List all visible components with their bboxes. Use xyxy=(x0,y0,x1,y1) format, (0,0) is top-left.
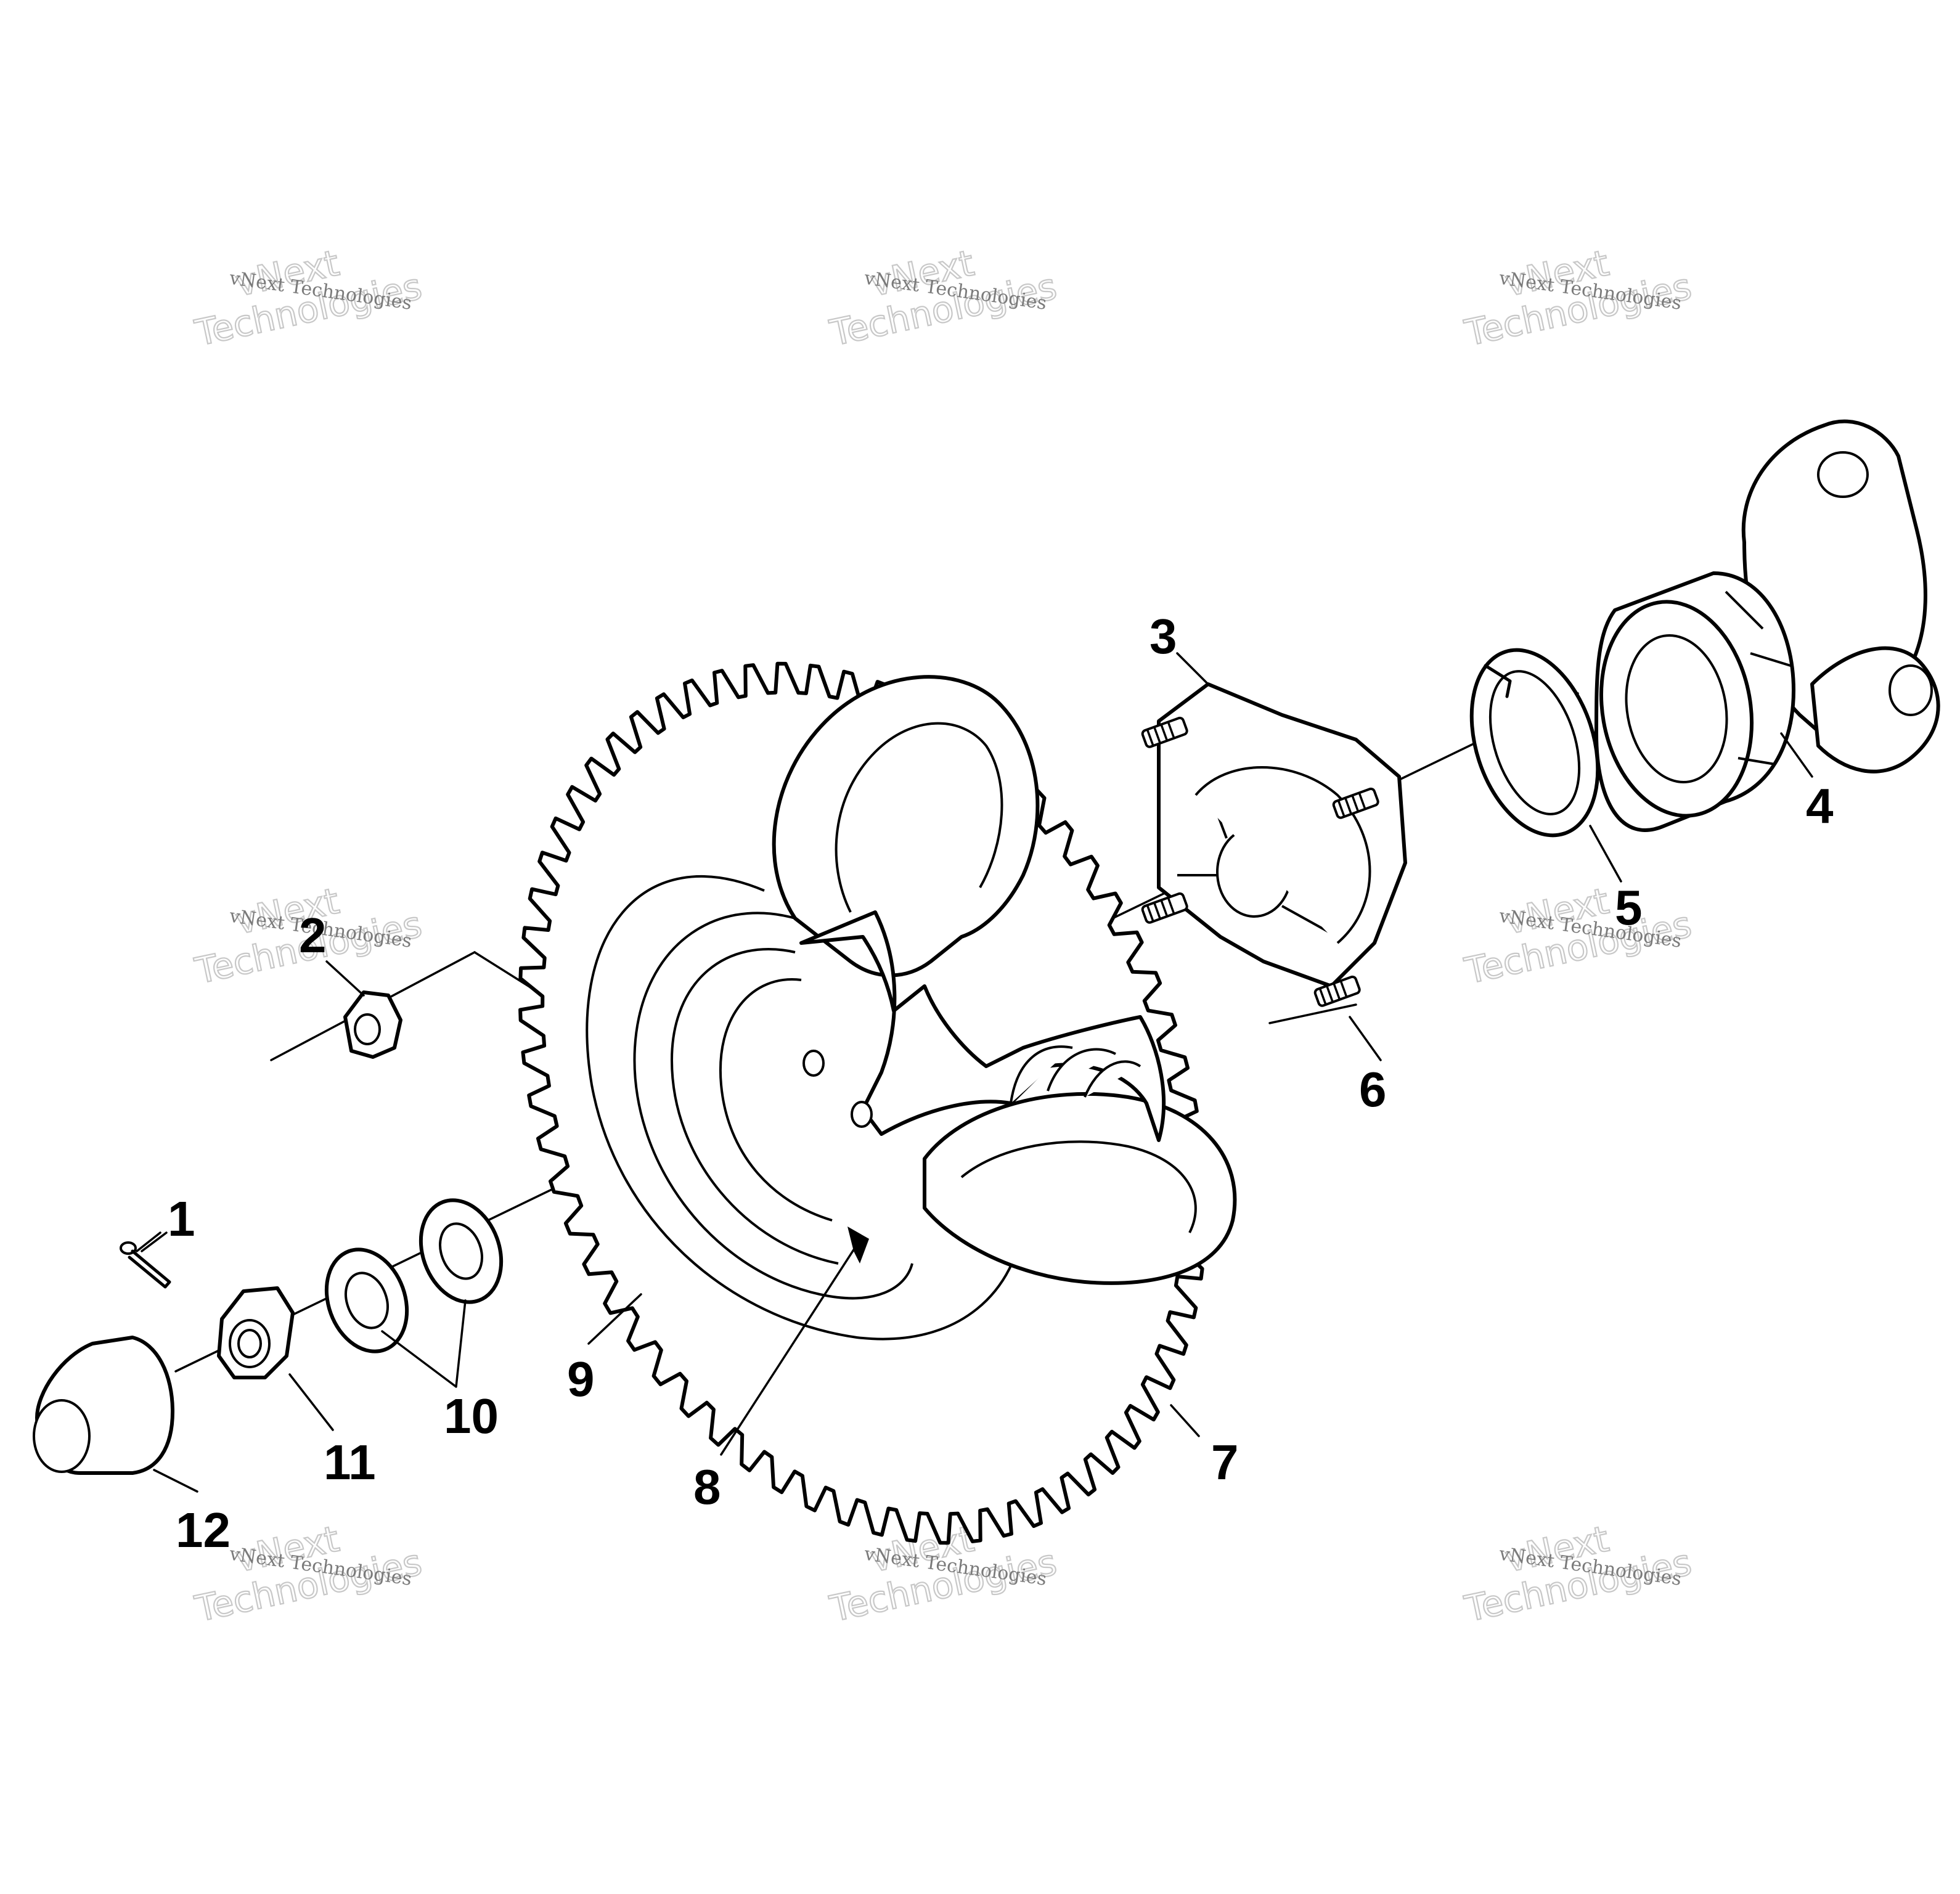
callout-6: 6 xyxy=(1359,1062,1387,1117)
callout-1: 1 xyxy=(168,1191,195,1246)
watermark: vNext Technologies vNext Technologies xyxy=(190,241,426,354)
watermark: vNext Technologies vNext Technologies xyxy=(1460,879,1696,992)
rim xyxy=(633,675,1237,1300)
retaining-ring-gap xyxy=(1484,664,1512,698)
knuckle-upper-eye xyxy=(1817,451,1869,498)
callout-8: 8 xyxy=(693,1459,721,1514)
callout-9: 9 xyxy=(567,1352,595,1406)
valve-stem xyxy=(847,1227,869,1263)
stud-axis-line xyxy=(1268,1003,1357,1024)
castle-nut xyxy=(217,1286,295,1379)
leader-11 xyxy=(288,1373,334,1431)
spindle-rib-3 xyxy=(1737,757,1776,765)
retaining-ring xyxy=(1469,648,1600,838)
wheel-stud xyxy=(1313,975,1361,1007)
callout-12: 12 xyxy=(176,1503,231,1557)
leader-8 xyxy=(720,1244,858,1456)
watermark: vNext Technologies vNext Technologies xyxy=(1460,241,1696,354)
callout-7: 7 xyxy=(1211,1435,1239,1490)
rim-spoke-2 xyxy=(1047,1048,1116,1092)
leader-lines xyxy=(141,652,1813,1493)
spindle-rib-2 xyxy=(1750,652,1791,667)
callout-4: 4 xyxy=(1806,778,1834,833)
rim-bolt-hole-2 xyxy=(851,1101,873,1128)
hub xyxy=(1157,682,1407,988)
leader-12 xyxy=(153,1469,198,1493)
callout-11: 11 xyxy=(324,1435,376,1490)
spindle-bore xyxy=(1625,634,1728,783)
rim-spoke-1 xyxy=(1010,1045,1073,1104)
wheel-studs xyxy=(1141,716,1379,1007)
rim-spoke-3 xyxy=(1084,1060,1141,1098)
callout-10: 10 xyxy=(444,1389,499,1443)
washer-outer-hole xyxy=(345,1272,389,1329)
dust-cap-end xyxy=(33,1399,91,1473)
cotter-pin-leader xyxy=(136,1231,161,1252)
spindle-knuckle xyxy=(1595,419,1940,832)
castle-nut-thread-inner xyxy=(237,1329,262,1358)
watermark: vNext Technologies vNext Technologies xyxy=(1460,1517,1696,1630)
wheel-stud xyxy=(1141,716,1188,748)
leader-10 xyxy=(381,1299,467,1388)
spindle-rib-1 xyxy=(1725,590,1764,630)
callout-3: 3 xyxy=(1149,609,1177,664)
rim-lower-inner xyxy=(960,1140,1197,1233)
washers xyxy=(324,1198,504,1353)
knuckle-lower-eye xyxy=(1889,664,1933,716)
leader-7 xyxy=(1170,1404,1200,1437)
retaining-ring-inner xyxy=(1488,670,1581,815)
watermark: vNext Technologies vNext Technologies xyxy=(825,241,1061,354)
callout-2: 2 xyxy=(299,908,327,963)
hub-outer-ring xyxy=(1194,766,1371,944)
hex-nut xyxy=(343,990,402,1059)
dust-cap xyxy=(33,1336,174,1475)
washer-inner-hole xyxy=(439,1222,483,1280)
rim-well xyxy=(719,978,833,1222)
leader-2 xyxy=(325,960,365,997)
wheel-stud xyxy=(1332,787,1379,819)
cotter-pin xyxy=(120,1231,171,1289)
leader-4 xyxy=(1780,732,1813,778)
rim-center-hub xyxy=(799,910,1166,1142)
rim-upper-inner xyxy=(835,722,1003,913)
leader-9 xyxy=(587,1293,642,1345)
valve-stem-body xyxy=(847,1227,869,1263)
wheel-stud xyxy=(1141,892,1188,924)
cotter-pin-shank xyxy=(128,1249,171,1289)
leader-3 xyxy=(1176,652,1209,685)
callouts: 1 2 3 4 5 6 7 8 9 10 11 12 xyxy=(168,609,1834,1557)
rim-bolt-hole-1 xyxy=(802,1050,825,1077)
hex-nut-hole xyxy=(354,1013,381,1045)
leader-1 xyxy=(141,1231,168,1252)
leader-5 xyxy=(1589,825,1622,883)
callout-5: 5 xyxy=(1615,880,1643,935)
leader-6 xyxy=(1349,1016,1382,1061)
